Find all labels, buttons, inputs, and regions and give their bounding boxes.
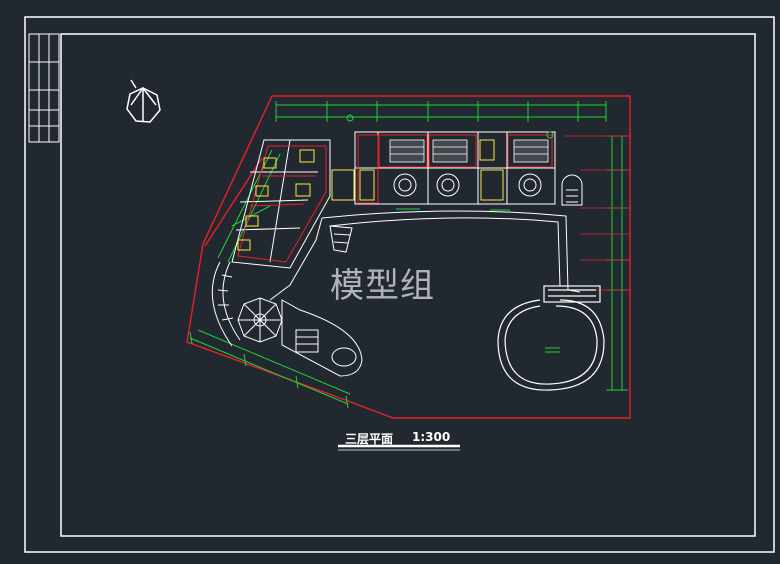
building-outline xyxy=(186,95,631,419)
desk-rows xyxy=(389,139,549,163)
planter-marks xyxy=(346,114,554,211)
octagon-stair xyxy=(237,297,283,343)
fixtures xyxy=(331,139,504,201)
sheet-outer-frame xyxy=(24,16,775,553)
sheet-inner-frame xyxy=(60,33,756,537)
oval-hall xyxy=(497,285,605,391)
watermark-text: 模型组 xyxy=(330,266,435,306)
courtyard-edge xyxy=(269,210,581,301)
courtyard-steps xyxy=(329,225,353,253)
bottom-left-dimension-lines xyxy=(189,329,351,409)
right-dimension-lines xyxy=(606,135,628,391)
round-furniture xyxy=(393,173,542,197)
left-wing-fixtures xyxy=(237,149,315,251)
left-wing-walls xyxy=(237,145,327,263)
plan-scale: 1:300 xyxy=(412,430,451,444)
caption-underline xyxy=(338,444,460,451)
left-curved-stair xyxy=(211,261,241,347)
top-dimension-lines xyxy=(275,101,607,122)
north-arrow-icon xyxy=(126,79,161,123)
left-wing-rooms xyxy=(231,139,331,269)
plan-title: 三层平面 xyxy=(345,432,394,446)
oval-hall-label-mark xyxy=(545,347,560,353)
left-dimension-lines xyxy=(217,149,281,263)
right-grid-lines xyxy=(565,135,630,291)
title-strip xyxy=(28,33,60,143)
top-room-walls xyxy=(357,134,553,204)
stair-tower xyxy=(561,174,583,206)
bottom-wing xyxy=(281,299,363,377)
